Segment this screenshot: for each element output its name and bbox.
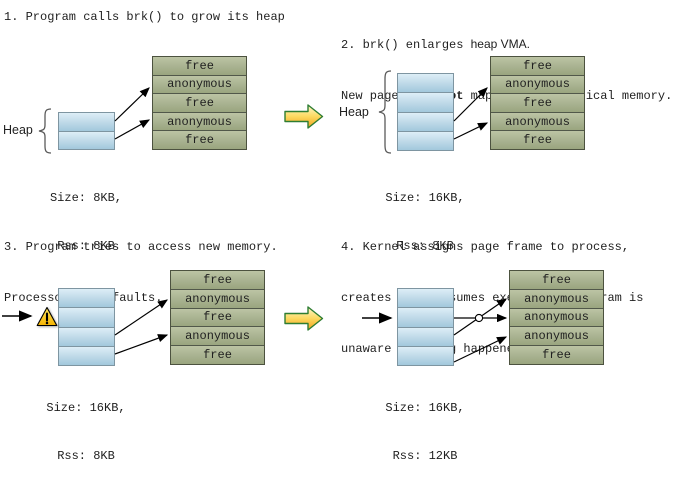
heap-page-block [397, 288, 454, 309]
page-frame-cell: free [510, 271, 603, 290]
heap-page-block [397, 92, 454, 113]
heap-page-block [397, 345, 454, 366]
curly-brace-icon [378, 70, 392, 154]
warning-icon [36, 306, 58, 327]
step2-title-line1: 2. brk() enlarges heap VMA. [341, 36, 672, 54]
size-rss-step3: Size: 16KB, Rss: 8KB [30, 368, 142, 496]
page-frame-cell: anonymous [491, 75, 584, 95]
heap-page-block [58, 288, 115, 309]
size-rss-step2: Size: 16KB, Rss: 8KB [369, 158, 481, 286]
size-value: Size: 8KB, [49, 191, 122, 205]
heap-page-block [58, 326, 115, 347]
size-rss-step1: Size: 8KB, Rss: 8KB [30, 158, 142, 286]
rss-value: Rss: 8KB [57, 449, 115, 463]
rss-value: Rss: 8KB [57, 239, 115, 253]
heap-label-step2: Heap [339, 105, 369, 119]
page-frame-cell: anonymous [171, 289, 264, 309]
page-frame-cell: free [153, 94, 246, 113]
step2-title-mono: 2. brk() enlarges [341, 38, 464, 52]
page-frame-cell: free [153, 57, 246, 76]
page-frame-cell: anonymous [153, 75, 246, 95]
page-frame-table-step1: free anonymous free anonymous free [152, 56, 247, 150]
heap-page-block [58, 307, 115, 328]
heap-page-block [397, 307, 454, 328]
size-rss-step4: Size: 16KB, Rss: 12KB [369, 368, 481, 496]
brk-heap-diagram: 1. Program calls brk() to grow its heap … [2, 10, 672, 463]
page-frame-cell: anonymous [510, 289, 603, 309]
step4-title-line1: 4. Kernel assigns page frame to process, [341, 240, 630, 254]
page-frame-cell: free [153, 131, 246, 149]
heap-stack-step4 [397, 288, 454, 366]
page-frame-cell: free [491, 57, 584, 76]
heap-page-block [397, 73, 454, 94]
page-frame-cell: free [491, 131, 584, 149]
page-frame-cell: anonymous [153, 112, 246, 132]
step2-title-prop: heap VMA. [470, 37, 530, 51]
heap-page-block [58, 345, 115, 366]
page-frame-cell: anonymous [510, 308, 603, 328]
step1-title: 1. Program calls brk() to grow its heap [4, 10, 285, 24]
heap-stack-step1 [58, 112, 115, 150]
page-frame-table-step2: free anonymous free anonymous free [490, 56, 585, 150]
heap-page-block [397, 326, 454, 347]
heap-page-block [397, 130, 454, 151]
step3-title-line1: 3. Program tries to access new memory. [4, 240, 278, 254]
block-arrow-right-icon [284, 104, 324, 129]
page-frame-cell: free [491, 94, 584, 113]
rss-value: Rss: 8KB [396, 239, 454, 253]
rss-value: Rss: 12KB [392, 449, 458, 463]
page-frame-cell: anonymous [171, 327, 264, 347]
heap-page-block [58, 112, 115, 132]
page-frame-cell: free [171, 346, 264, 364]
page-frame-table-step3: free anonymous free anonymous free [170, 270, 265, 365]
page-frame-cell: free [171, 271, 264, 290]
page-frame-cell: free [510, 346, 603, 364]
heap-stack-step3 [58, 288, 115, 366]
heap-stack-step2 [397, 73, 454, 151]
page-frame-cell: free [171, 308, 264, 328]
page-frame-cell: anonymous [491, 112, 584, 132]
block-arrow-right-icon [284, 306, 324, 331]
page-frame-table-step4: free anonymous anonymous anonymous free [509, 270, 604, 365]
heap-page-block [397, 111, 454, 132]
curly-brace-icon [38, 108, 52, 154]
heap-page-block [58, 130, 115, 150]
size-value: Size: 16KB, [46, 401, 126, 415]
size-value: Size: 16KB, [385, 191, 465, 205]
size-value: Size: 16KB, [385, 401, 465, 415]
heap-label-step1: Heap [3, 123, 33, 137]
page-frame-cell: anonymous [510, 327, 603, 347]
